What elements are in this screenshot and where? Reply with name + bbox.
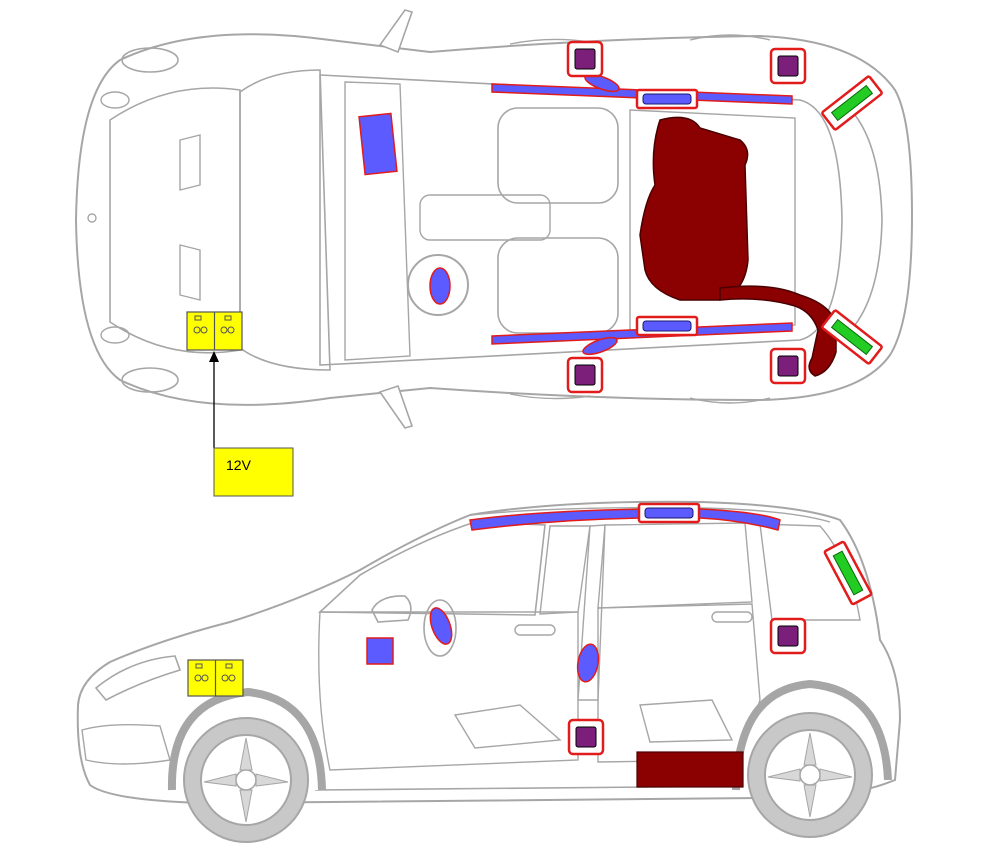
- top-view-headlight-left: [121, 47, 179, 73]
- top-view-seat-front-left: [497, 107, 619, 204]
- side-view-windshield: [317, 521, 546, 616]
- gas-inflator-icon: [821, 75, 883, 131]
- airbag-icon: [576, 643, 600, 683]
- side-view-steering-wheel: [423, 599, 457, 657]
- top-view-foglight-right: [100, 326, 130, 344]
- fuel-tank-icon: [636, 751, 744, 788]
- fuel-tank-icon: [639, 116, 837, 377]
- airbag-icon: [358, 112, 398, 176]
- battery-icon: [187, 659, 244, 697]
- side-view-handle-rear: [711, 611, 753, 623]
- side-view-rear-wheel: [747, 712, 873, 838]
- top-view-mirror-top: [378, 9, 414, 54]
- top-view-emblem: [87, 213, 97, 223]
- top-view-dashboard: [344, 81, 411, 361]
- gas-inflator-icon: [635, 315, 699, 337]
- top-view-center-console: [419, 194, 551, 241]
- crash-sensor-icon: [769, 47, 807, 85]
- top-view-mirror-bottom: [378, 384, 414, 429]
- gas-inflator-icon: [635, 88, 699, 110]
- airbag-icon: [429, 267, 451, 305]
- airbag-icon: [366, 637, 394, 665]
- side-view-seat-rear: [639, 699, 734, 743]
- battery-callout: 12V: [209, 351, 294, 497]
- crash-sensor-icon: [566, 356, 604, 394]
- airbag-icon: [582, 336, 618, 356]
- side-view-handle-front: [514, 624, 556, 636]
- top-view-foglight-left: [100, 91, 130, 109]
- top-view-tailgate: [839, 99, 883, 341]
- gas-inflator-icon: [637, 502, 701, 524]
- side-view-headlight: [94, 655, 182, 702]
- gas-inflator-icon: [823, 540, 873, 606]
- top-view-hood-vent-bottom: [179, 244, 201, 301]
- top-view-hood-vent-top: [179, 134, 201, 191]
- callout-label: 12V: [226, 457, 252, 473]
- side-view-front-door: [318, 611, 579, 771]
- crash-sensor-icon: [769, 617, 807, 655]
- top-view-car: [74, 9, 914, 429]
- top-view-cabin: [319, 74, 843, 366]
- top-view-rear-area: [629, 109, 796, 333]
- side-view-mirror: [371, 595, 412, 623]
- top-view-arch-rear-bottom: [689, 397, 771, 404]
- side-view-window-rear: [597, 522, 753, 609]
- top-view-arch-rear-top: [689, 34, 771, 41]
- callout-box: [213, 447, 294, 497]
- side-view-curtain-airbag: [469, 508, 781, 531]
- battery-icon: [186, 311, 243, 351]
- airbag-icon: [429, 607, 453, 645]
- gas-inflator-icon: [821, 309, 883, 365]
- top-view-headlight-right: [121, 367, 179, 393]
- top-view-windshield: [239, 69, 331, 371]
- side-view-front-wheel: [183, 717, 309, 843]
- crash-sensor-icon: [769, 347, 807, 385]
- top-view-arch-front-bottom: [509, 393, 591, 400]
- crash-sensor-icon: [566, 40, 604, 78]
- crash-sensor-icon: [567, 718, 605, 756]
- side-view-seat-front: [453, 704, 562, 749]
- callout-arrow-icon: [209, 351, 219, 362]
- top-view-steering-wheel: [407, 254, 469, 316]
